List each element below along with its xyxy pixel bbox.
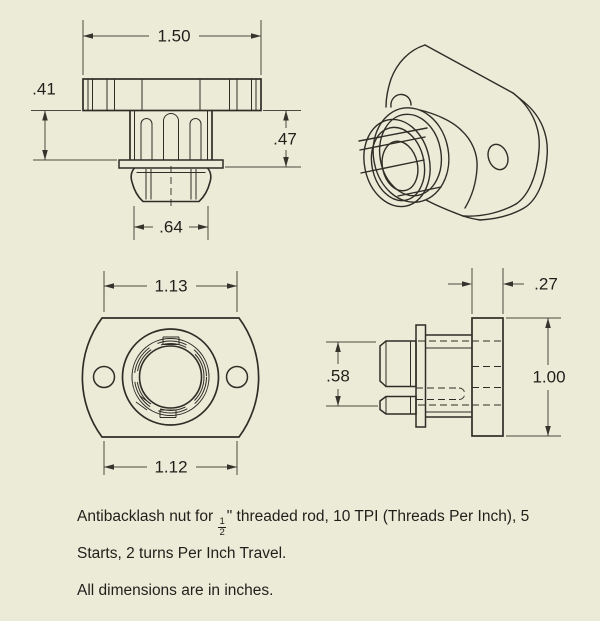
- plan-view: 1.13 1.12: [81, 271, 260, 477]
- dim-tip-width: .64: [133, 206, 209, 240]
- side-body-hidden-lines: [416, 340, 472, 406]
- dim-tip-diameter-label: .58: [326, 367, 350, 386]
- dim-hole-spacing-top-label: 1.13: [154, 277, 187, 296]
- side-body: [416, 334, 472, 418]
- dim-overall-width-label: 1.50: [157, 27, 190, 46]
- plan-slot-tabs: [135, 336, 180, 418]
- dim-hole-spacing-bottom-label: 1.12: [154, 458, 187, 477]
- units-note: All dimensions are in inches.: [77, 582, 274, 600]
- side-collar: [415, 324, 427, 428]
- side-flange: [471, 317, 504, 437]
- plan-flange-outline: [81, 317, 260, 438]
- dim-flange-thickness-label: .27: [534, 275, 558, 294]
- dim-flange-height: 1.00: [506, 317, 566, 437]
- front-body: [129, 110, 213, 160]
- iso-collar-outer: [372, 107, 450, 203]
- iso-collar-inner: [378, 113, 443, 197]
- dim-hole-spacing-bottom: 1.12: [103, 441, 238, 477]
- fraction-denominator: 2: [219, 526, 225, 538]
- dim-hole-spacing-top: 1.13: [103, 271, 238, 312]
- iso-top-tab: [390, 93, 412, 108]
- plan-bore: [121, 328, 220, 426]
- side-tip-detail-lines: [385, 341, 411, 414]
- dim-overall-width: 1.50: [82, 20, 262, 75]
- iso-view: [358, 44, 548, 221]
- dim-flange-height-label: 1.00: [532, 368, 565, 387]
- plan-mount-hole-right: [225, 365, 249, 389]
- front-body-spline-lines: [134, 110, 208, 160]
- front-body-slots: [140, 113, 202, 160]
- iso-body: [372, 93, 478, 217]
- dim-body-length: .41: [31, 80, 117, 161]
- iso-mount-hole: [487, 143, 509, 171]
- front-flange: [82, 78, 262, 112]
- side-body-detail-lines: [425, 347, 472, 413]
- front-tip: [130, 166, 212, 206]
- iso-bore: [381, 140, 419, 192]
- side-slotted-tip: [379, 340, 417, 415]
- dim-flange-thickness: .27: [448, 268, 558, 314]
- side-flange-hidden-lines: [472, 340, 503, 406]
- dim-tip-diameter: .58: [326, 341, 378, 407]
- side-view: .27 1.00 .58: [326, 268, 566, 437]
- description-suffix: " threaded rod, 10 TPI (Threads Per Inch…: [77, 508, 530, 562]
- description-prefix: Antibacklash nut for: [77, 508, 218, 525]
- dim-body-length-label: .41: [32, 80, 56, 99]
- dim-body-length-with-collar-label: .47: [273, 130, 297, 149]
- front-view: 1.50 .41 .47 .64: [31, 20, 301, 240]
- front-flange-tangent-lines: [87, 79, 257, 111]
- iso-flange-plate: [385, 44, 548, 221]
- plan-mount-hole-left: [92, 365, 116, 389]
- dim-body-length-with-collar: .47: [225, 110, 301, 168]
- dim-tip-width-label: .64: [159, 218, 183, 237]
- fraction-numerator: 1: [218, 516, 226, 528]
- front-tip-spline-lines: [136, 169, 206, 200]
- iso-slotted-tip: [358, 118, 442, 208]
- iso-slot-lines: [358, 127, 442, 197]
